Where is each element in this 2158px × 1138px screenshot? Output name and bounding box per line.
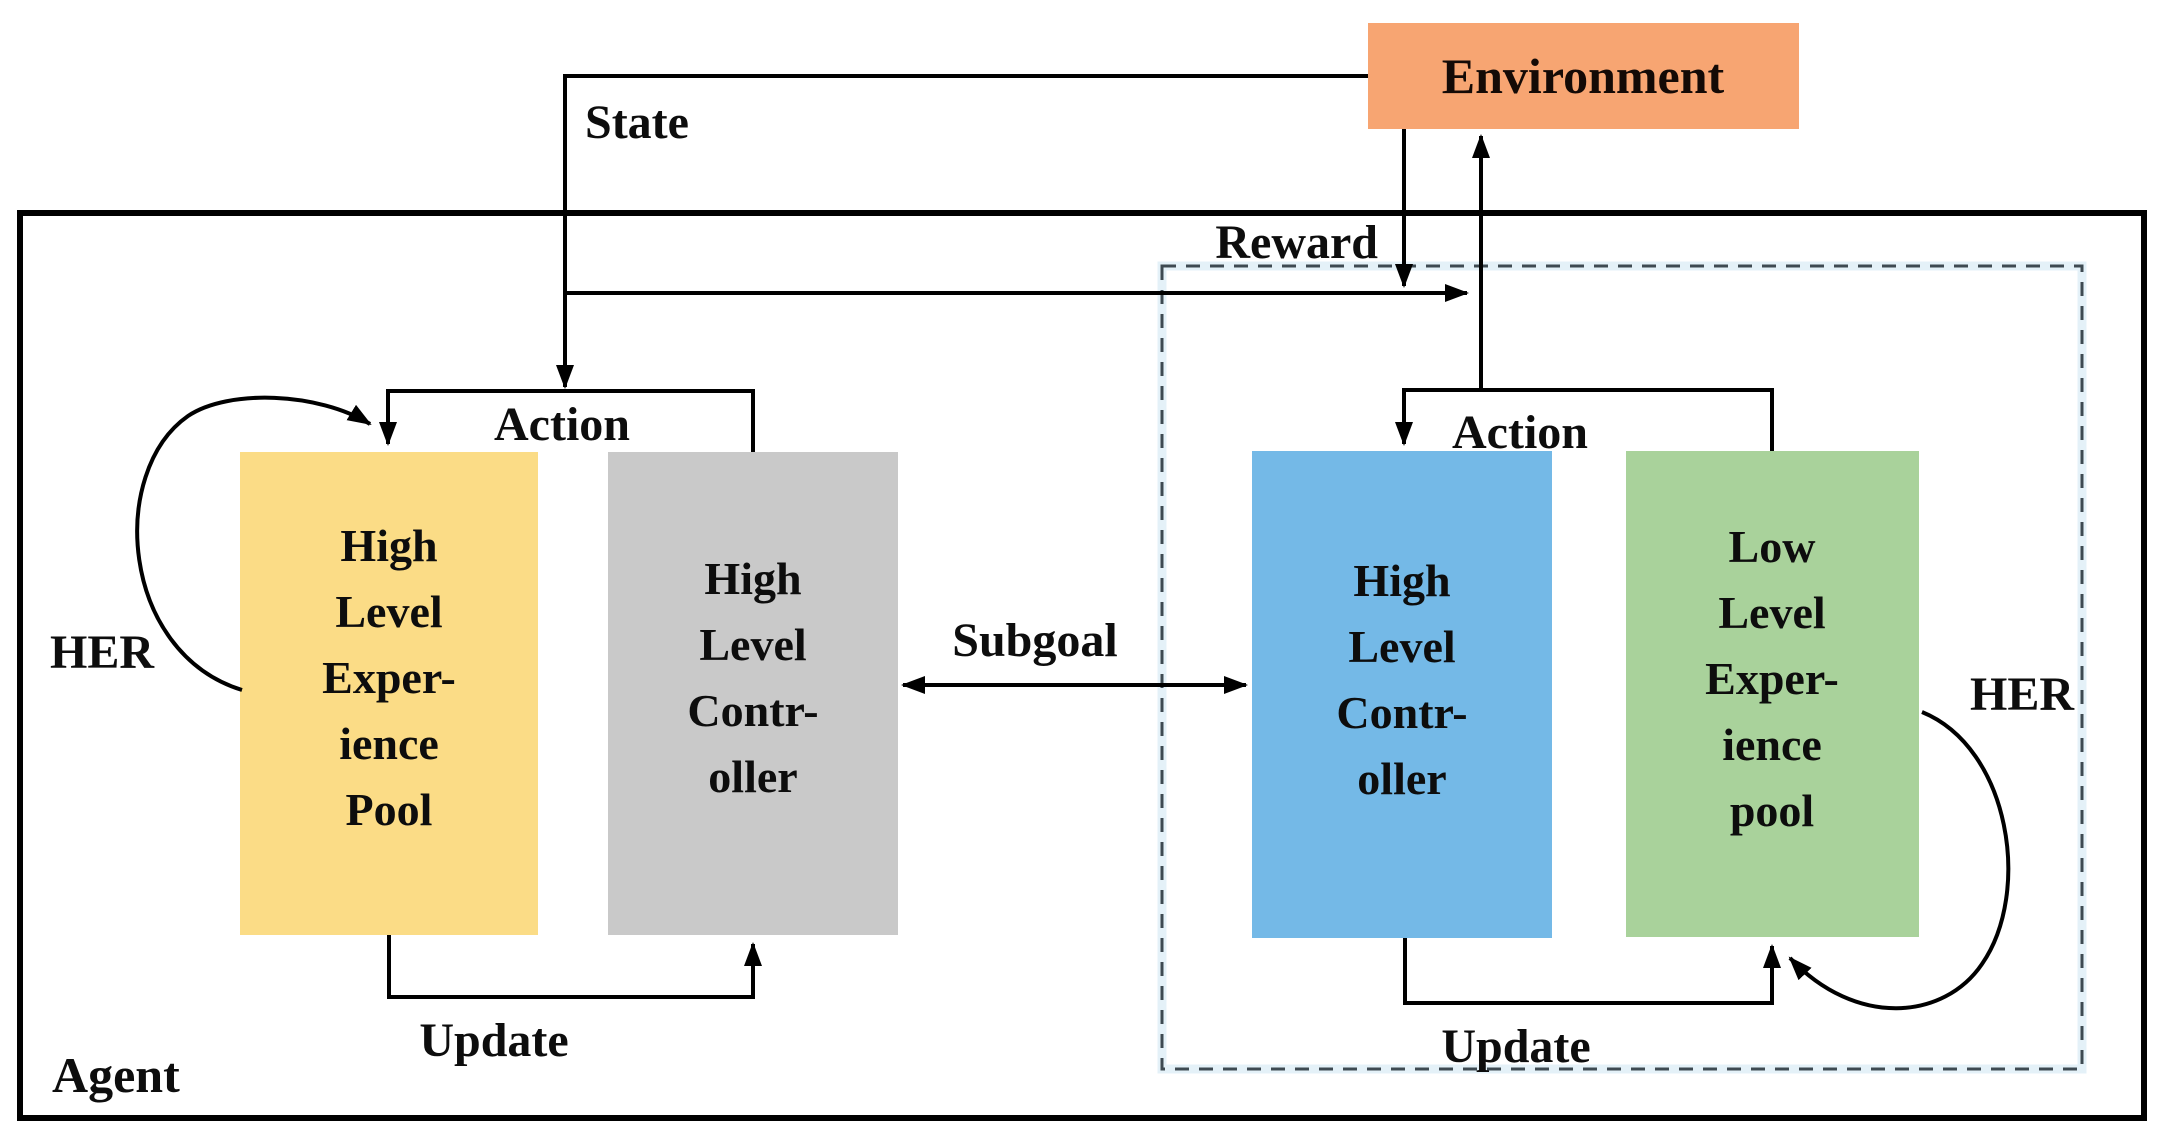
update-right-label: Update: [1441, 1020, 1590, 1073]
state-label: State: [585, 96, 689, 149]
box-line: Exper-: [322, 652, 456, 703]
her-right-loop-arrow: [1788, 710, 2011, 1011]
box-line: Level: [335, 586, 442, 637]
box-line: High: [1353, 555, 1450, 606]
box-line: Exper-: [1705, 653, 1839, 704]
right-controller-box: [1252, 451, 1552, 938]
subgoal-label: Subgoal: [952, 614, 1117, 667]
her-left-label: HER: [50, 626, 155, 679]
box-line: Level: [1348, 621, 1455, 672]
update-right-arrow: [1403, 938, 1781, 1005]
box-line: Contr-: [1336, 687, 1467, 738]
box-line: Level: [699, 619, 806, 670]
box-line: oller: [1357, 753, 1446, 804]
action-left-label: Action: [494, 398, 630, 451]
box-line: Level: [1718, 587, 1825, 638]
box-line: Low: [1729, 521, 1816, 572]
high-level-controller-box: [608, 452, 898, 935]
high-level-controller-text: High Level Contr- oller: [687, 553, 818, 802]
environment-box: [1368, 23, 1799, 129]
action-right-label: Action: [1452, 406, 1588, 459]
box-line: ience: [1722, 719, 1822, 770]
box-line: oller: [708, 751, 797, 802]
box-line: High: [704, 553, 801, 604]
update-left-arrow: [387, 935, 762, 999]
environment-label: Environment: [1442, 48, 1725, 104]
box-line: ience: [339, 718, 439, 769]
her-right-label: HER: [1970, 668, 2075, 721]
agent-label: Agent: [52, 1047, 180, 1103]
box-line: Contr-: [687, 685, 818, 736]
box-line: Pool: [346, 784, 433, 835]
box-line: High: [340, 520, 437, 571]
low-level-dashed-box: [1160, 264, 2084, 1071]
low-level-experience-pool-text: Low Level Exper- ience pool: [1705, 521, 1839, 836]
right-controller-text: High Level Contr- oller: [1336, 555, 1467, 804]
high-level-experience-pool-box: [240, 452, 538, 935]
action-left-arrow: [379, 389, 755, 452]
action-right-arrow: [1395, 388, 1774, 451]
low-level-experience-pool-box: [1626, 451, 1919, 937]
update-left-label: Update: [419, 1014, 568, 1067]
high-level-experience-pool-text: High Level Exper- ience Pool: [322, 520, 456, 835]
state-arrow: [556, 74, 1368, 389]
her-left-loop-arrow: [135, 395, 372, 692]
box-line: pool: [1730, 785, 1814, 836]
reward-label: Reward: [1215, 216, 1378, 269]
